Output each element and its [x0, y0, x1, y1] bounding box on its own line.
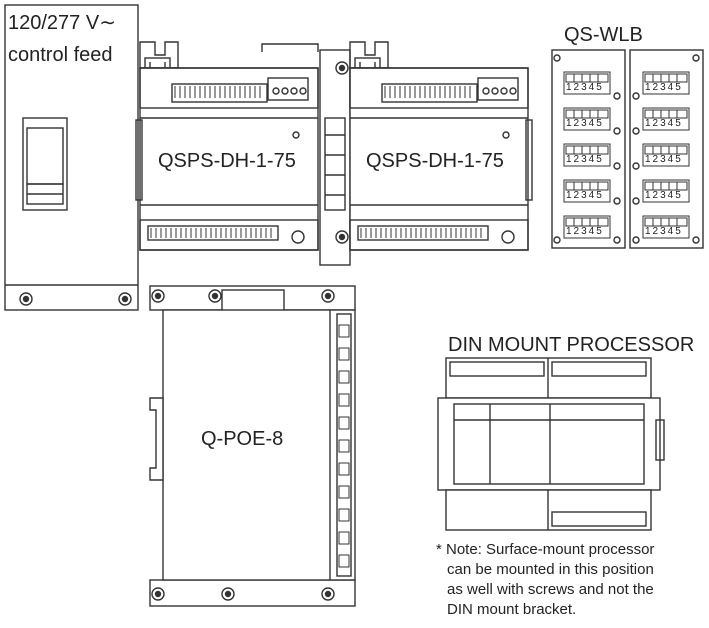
terminal-block: [642, 143, 690, 167]
din-mount-processor: [437, 357, 665, 531]
terminal-block: [563, 179, 611, 203]
q-poe-8-label: Q-POE-8: [201, 428, 284, 450]
qsps-right-label: QSPS-DH-1-75: [366, 150, 504, 172]
qsps-power-supply-left: [135, 41, 319, 251]
terminal-numbers: 12345: [566, 226, 604, 237]
qsps-power-supply-right: [349, 41, 533, 251]
q-poe-8-module: [149, 285, 356, 607]
control-feed-voltage-label: 120/277 V∼: [8, 12, 116, 34]
terminal-numbers: 12345: [645, 154, 683, 165]
q-poe-8-ports: [338, 324, 350, 568]
note-line: * Note: Surface-mount processor: [436, 541, 655, 558]
control-feed-enclosure: [4, 4, 139, 311]
terminal-numbers: 12345: [566, 118, 604, 129]
terminal-numbers: 12345: [645, 226, 683, 237]
terminal-block: [642, 107, 690, 131]
terminal-block: [563, 215, 611, 239]
note-line: can be mounted in this position: [447, 561, 654, 578]
terminal-block: [563, 71, 611, 95]
qs-wlb-right-strip: [629, 49, 704, 249]
terminal-numbers: 12345: [645, 82, 683, 93]
terminal-teeth-right: [360, 86, 482, 238]
din-processor-label: DIN MOUNT PROCESSOR: [448, 334, 695, 356]
control-feed-label: control feed: [8, 44, 113, 66]
note-line: as well with screws and not the: [447, 581, 654, 598]
terminal-teeth-left: [150, 86, 272, 238]
terminal-numbers: 12345: [645, 190, 683, 201]
terminal-block: [642, 215, 690, 239]
terminal-block: [563, 143, 611, 167]
din-rail: [319, 49, 351, 266]
note-line: DIN mount bracket.: [447, 601, 577, 618]
terminal-numbers: 12345: [566, 154, 604, 165]
terminal-block: [642, 179, 690, 203]
surface-mount-note: * Note: Surface-mount processor can be m…: [436, 540, 708, 620]
qs-wlb-label: QS-WLB: [564, 24, 643, 46]
terminal-block: [642, 71, 690, 95]
terminal-block: [563, 107, 611, 131]
qs-wlb-left-strip: [551, 49, 626, 249]
terminal-numbers: 12345: [645, 118, 683, 129]
terminal-numbers: 12345: [566, 82, 604, 93]
terminal-numbers: 12345: [566, 190, 604, 201]
qsps-left-label: QSPS-DH-1-75: [158, 150, 296, 172]
